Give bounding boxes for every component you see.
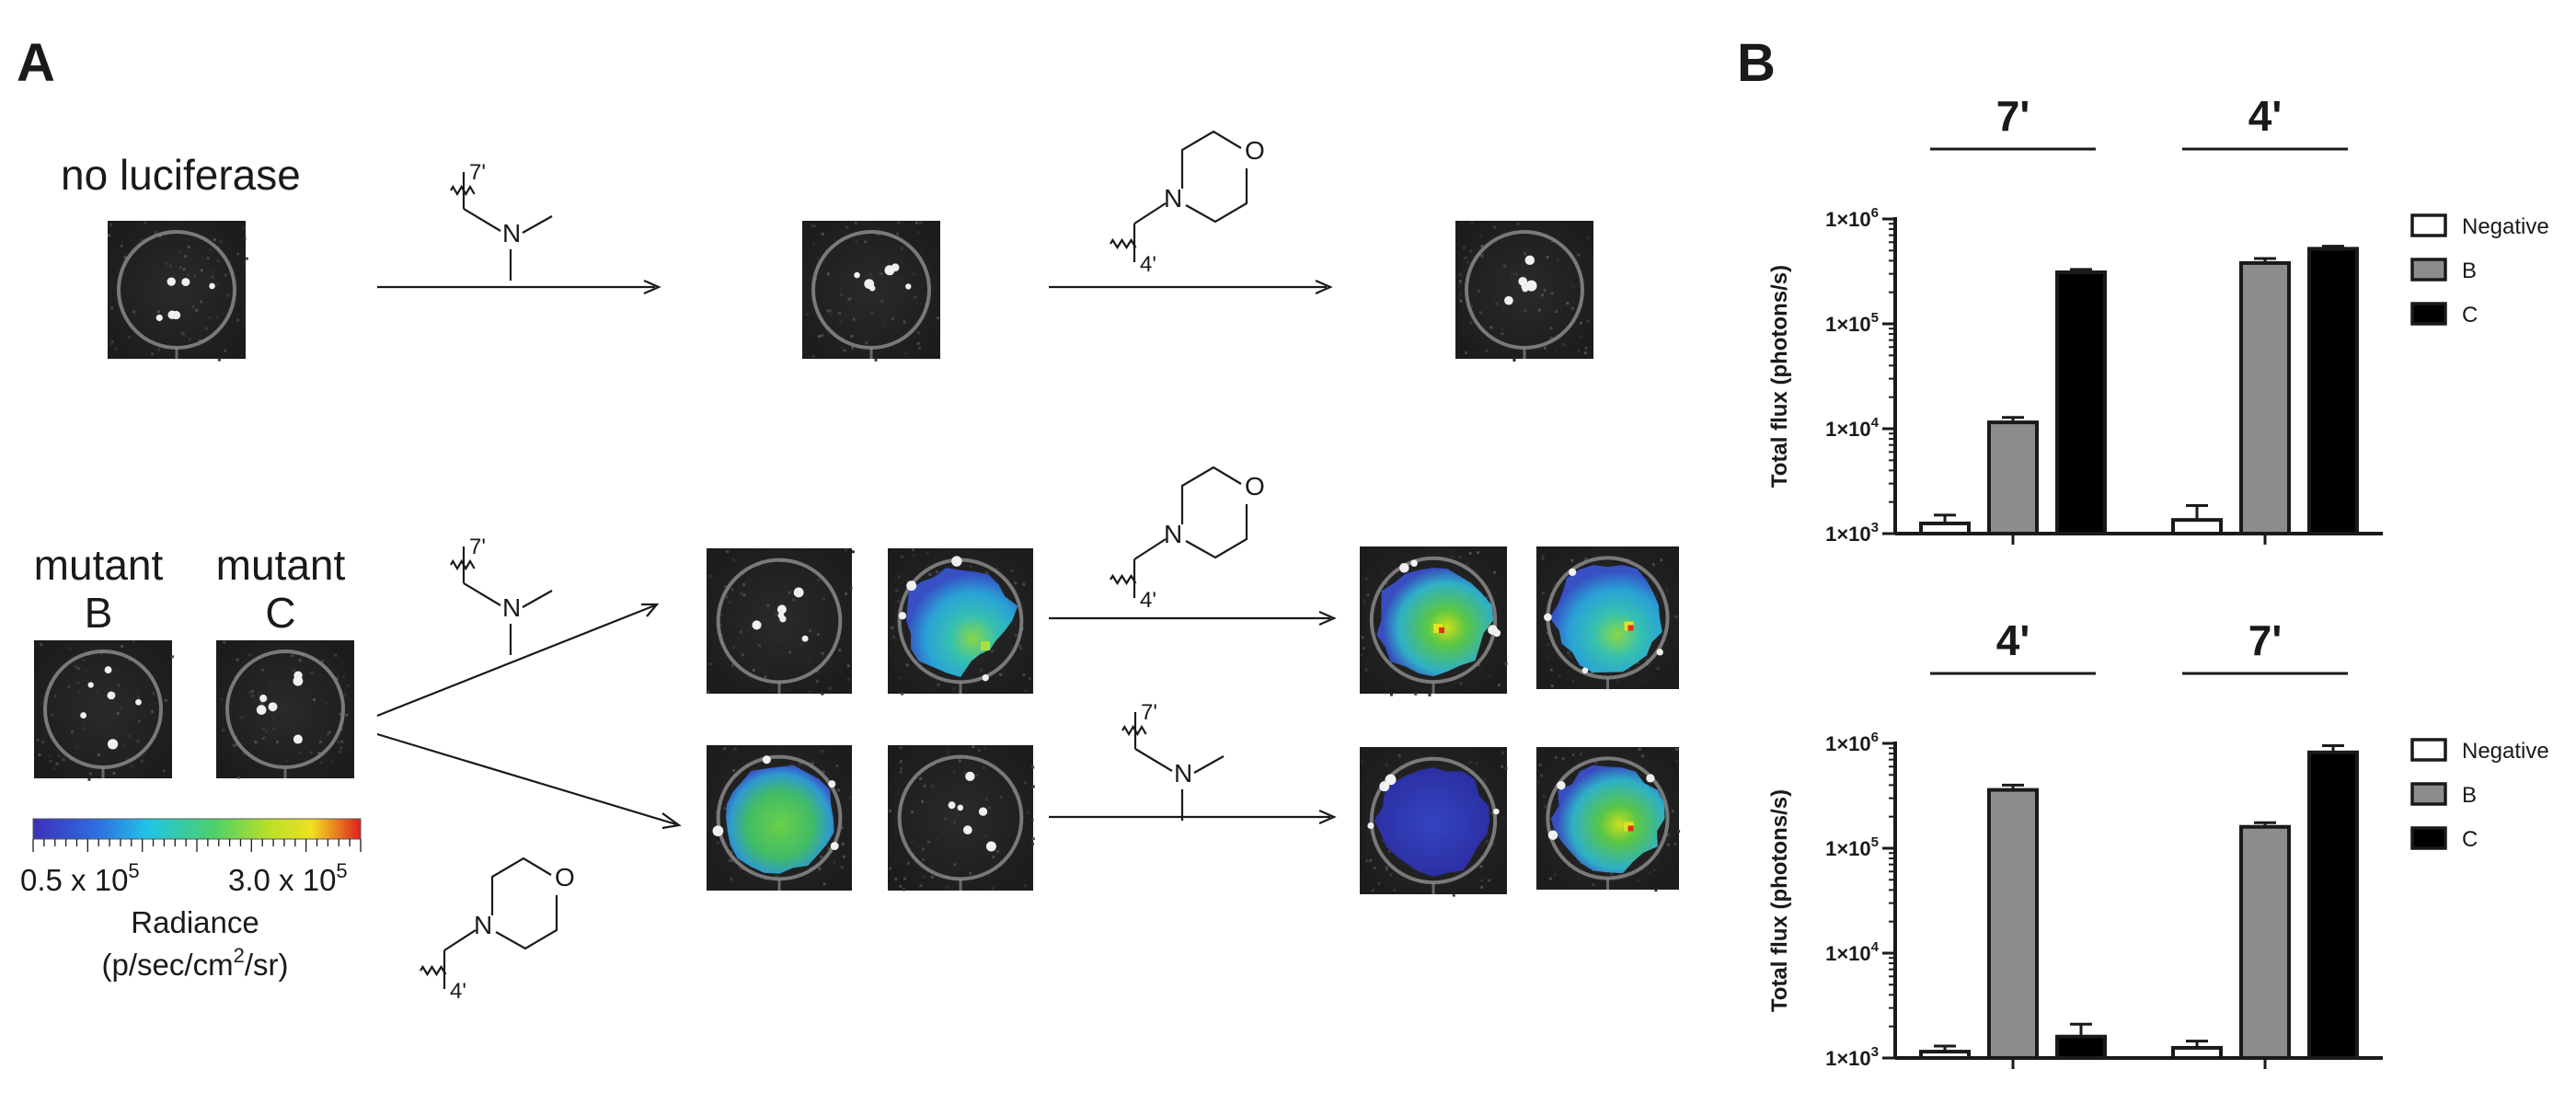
bar-negative xyxy=(1919,521,1971,536)
y-axis-label: Total flux (photons/s) xyxy=(1767,789,1792,1012)
morpholino-substrate-row2-icon: N O 4' xyxy=(1110,466,1265,613)
y-tick-label: 1×106 xyxy=(1825,205,1879,231)
y-tick-label: 1×106 xyxy=(1825,730,1879,755)
dimethylamino-substrate-icon: 7' N xyxy=(450,160,553,281)
arrow-row2-top xyxy=(1049,610,1337,627)
group-title: 4' xyxy=(1996,616,2030,664)
group-title: 7' xyxy=(1996,92,2030,140)
well-mid-top-left xyxy=(707,548,855,696)
nitrogen-atom-label: N xyxy=(1164,184,1182,213)
group-title: 4' xyxy=(2248,92,2283,140)
mutant-c-label-2: C xyxy=(265,589,295,637)
mutant-b-label-1: mutant xyxy=(34,541,164,589)
bar-negative xyxy=(2171,518,2223,536)
substituent-position-label: 7' xyxy=(1141,700,1157,725)
substituent-position-label: 4' xyxy=(1140,252,1156,277)
colorbar-min-label: 0.5 x 105 xyxy=(20,859,140,897)
y-tick-label: 1×105 xyxy=(1825,834,1879,860)
legend-swatch xyxy=(2410,213,2447,237)
well-right-top-left xyxy=(1360,546,1508,696)
morpholino-substrate-lower-icon: N O 4' xyxy=(420,857,575,1004)
nitrogen-atom-label: N xyxy=(474,911,492,939)
mutant-b-label-2: B xyxy=(85,589,113,637)
arrow-row2-bottom xyxy=(1049,809,1337,825)
legend-swatch xyxy=(2410,302,2447,326)
well-right-bottom-right xyxy=(1536,747,1681,892)
dimethylamino-substrate-row3-icon: 7' N xyxy=(1121,700,1225,821)
no-luciferase-label: no luciferase xyxy=(61,151,301,199)
legend-swatch xyxy=(2410,782,2447,806)
bar-negative xyxy=(2171,1045,2223,1061)
y-axis-label: Total flux (photons/s) xyxy=(1767,265,1792,488)
bar-b xyxy=(2239,260,2291,535)
well-no-luciferase-1 xyxy=(108,221,248,362)
colorbar-units: (p/sec/cm2/sr) xyxy=(102,944,289,982)
nitrogen-atom-label: N xyxy=(1164,520,1182,548)
legend-label: C xyxy=(2462,303,2478,328)
legend-label: C xyxy=(2462,827,2478,852)
legend-label: B xyxy=(2462,783,2477,808)
well-right-top-right xyxy=(1536,546,1679,689)
well-no-luciferase-2 xyxy=(802,221,940,362)
arrow-row1-second xyxy=(1049,279,1333,295)
colorbar-title: Radiance xyxy=(131,905,259,939)
bar-b xyxy=(1987,788,2039,1061)
oxygen-atom-label: O xyxy=(1245,472,1265,500)
well-mid-top-right xyxy=(888,548,1033,696)
well-mid-bottom-right xyxy=(888,745,1035,891)
mutant-c-label-1: mutant xyxy=(216,541,346,589)
legend-swatch xyxy=(2410,738,2447,762)
bar-c xyxy=(2055,270,2107,535)
nitrogen-atom-label: N xyxy=(502,593,521,622)
y-tick-label: 1×104 xyxy=(1825,415,1880,441)
panel-b-label: B xyxy=(1737,33,1776,93)
well-mutant-b xyxy=(34,640,174,781)
substituent-position-label: 4' xyxy=(450,979,466,1004)
y-tick-label: 1×103 xyxy=(1825,1044,1879,1070)
arrow-branch-down xyxy=(376,732,682,830)
bar-c xyxy=(2307,750,2359,1060)
oxygen-atom-label: O xyxy=(555,863,575,891)
nitrogen-atom-label: N xyxy=(1174,759,1192,788)
morpholino-substrate-icon: N O 4' xyxy=(1110,130,1265,277)
bar-c xyxy=(2307,247,2359,535)
oxygen-atom-label: O xyxy=(1245,136,1265,165)
substituent-position-label: 7' xyxy=(469,535,486,559)
legend-swatch xyxy=(2410,826,2447,850)
well-no-luciferase-3 xyxy=(1455,221,1593,362)
bar-b xyxy=(1987,420,2039,535)
bar-negative xyxy=(1919,1050,1971,1060)
y-tick-label: 1×103 xyxy=(1825,520,1879,546)
well-mutant-c xyxy=(216,640,354,779)
nitrogen-atom-label: N xyxy=(502,219,521,247)
y-tick-label: 1×104 xyxy=(1825,939,1880,965)
legend-swatch xyxy=(2410,258,2447,282)
arrow-row1-first xyxy=(377,279,661,295)
legend-label: Negative xyxy=(2462,214,2549,239)
panel-a-label: A xyxy=(17,33,55,93)
radiance-colorbar xyxy=(32,818,362,852)
well-right-bottom-left xyxy=(1360,747,1508,897)
substituent-position-label: 7' xyxy=(469,160,486,185)
arrow-branch-up xyxy=(376,603,660,718)
dimethylamino-substrate-upper-icon: 7' N xyxy=(450,535,553,655)
group-title: 7' xyxy=(2248,616,2283,664)
y-tick-label: 1×105 xyxy=(1825,310,1879,336)
colorbar-max-label: 3.0 x 105 xyxy=(228,859,348,897)
bar-c xyxy=(2055,1034,2107,1061)
legend-label: B xyxy=(2462,259,2477,283)
substituent-position-label: 4' xyxy=(1140,588,1156,613)
well-mid-bottom-left xyxy=(707,745,852,891)
legend-label: Negative xyxy=(2462,739,2549,764)
bar-b xyxy=(2239,824,2291,1061)
